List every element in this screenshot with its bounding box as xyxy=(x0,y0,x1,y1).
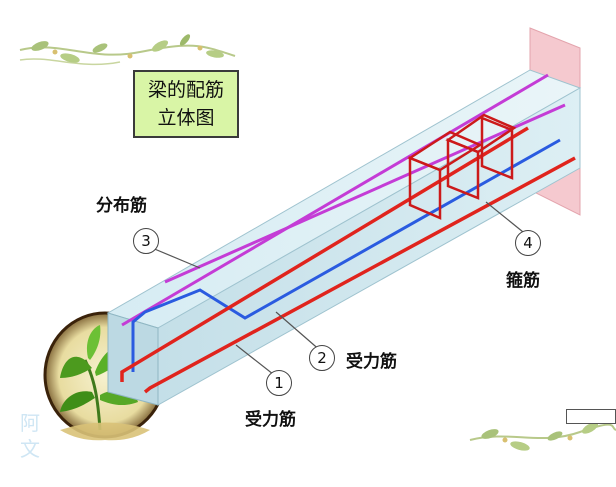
label-distribution-bar: 分布筋 xyxy=(96,196,147,216)
blank-rectangle xyxy=(566,409,616,424)
distribution-bar-top xyxy=(121,73,549,327)
marker-3: 3 xyxy=(133,228,159,254)
title-line-2: 立体图 xyxy=(157,107,215,129)
label-stirrup: 箍筋 xyxy=(506,271,540,291)
label-main-bar-1: 受力筋 xyxy=(245,410,296,430)
title-box: 梁的配筋 立体图 xyxy=(133,70,239,138)
marker-4: 4 xyxy=(515,230,541,256)
watermark: 阿文 xyxy=(20,411,40,461)
stirrups xyxy=(407,113,517,220)
marker-1: 1 xyxy=(266,370,292,396)
title-line-1: 梁的配筋 xyxy=(147,79,224,101)
distribution-bar-middle xyxy=(164,103,566,284)
decorative-vine-top-icon xyxy=(19,34,236,66)
main-bar-upper xyxy=(120,126,529,382)
main-bar-lower xyxy=(143,156,576,394)
decorative-vine-bottom-icon xyxy=(469,422,616,451)
blue-bent-bar xyxy=(131,138,561,372)
label-main-bar-2: 受力筋 xyxy=(346,352,397,372)
marker-2: 2 xyxy=(309,345,335,371)
